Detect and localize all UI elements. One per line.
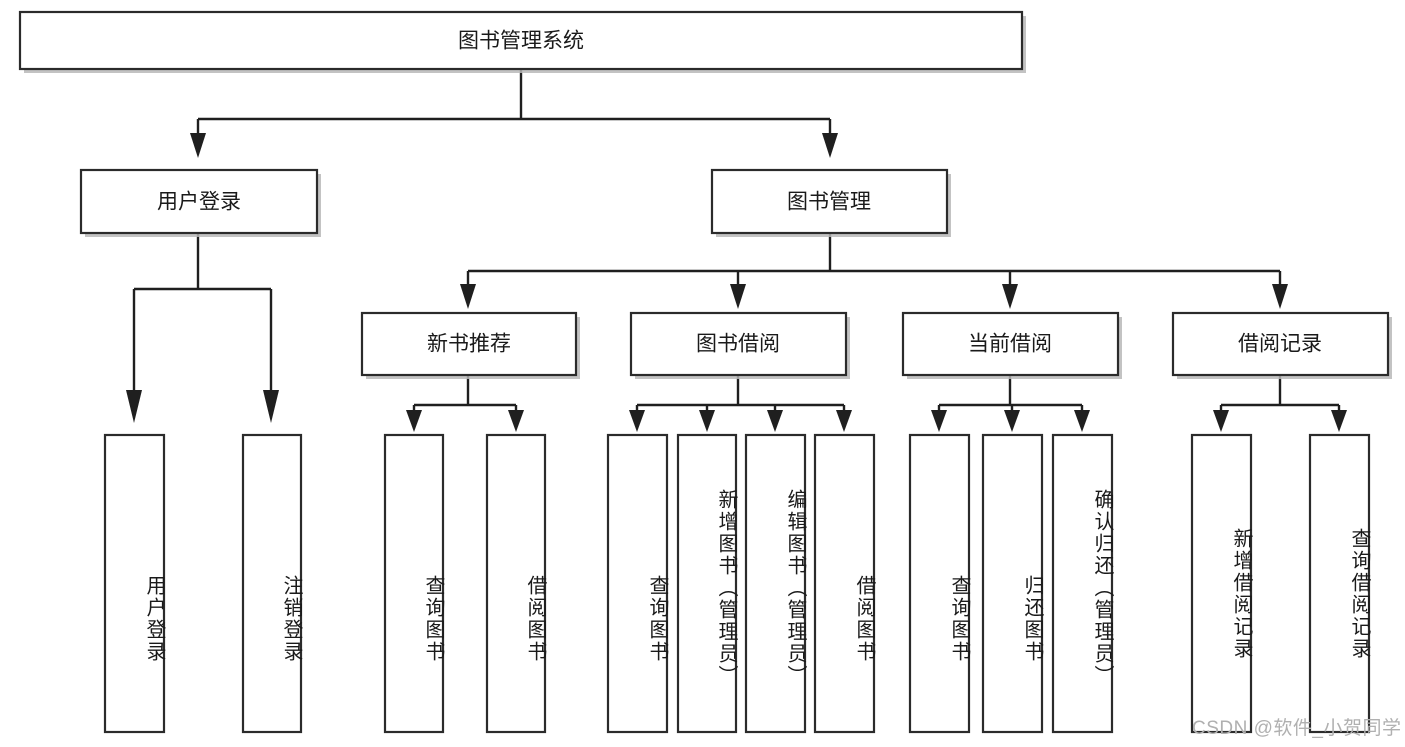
edge-group-current-borrow-to-leaves [931, 375, 1090, 432]
node-book-borrow[interactable]: 图书借阅 [629, 311, 850, 379]
edge-group-root-to-level1 [190, 69, 838, 158]
leaf-borrow-book-2-box[interactable] [813, 433, 876, 734]
borrow-record-label: 借阅记录 [1238, 333, 1322, 356]
leaf-boxes [103, 433, 1371, 734]
arrowhead-leaf-user-login [126, 390, 142, 423]
arrowhead-leaf-query-record [1331, 410, 1347, 432]
new-book-rec-label: 新书推荐 [427, 333, 511, 356]
arrowhead-leaf-query-book-3 [931, 410, 947, 432]
user-login-label: 用户登录 [157, 191, 241, 214]
leaf-query-book-2-box[interactable] [606, 433, 669, 734]
arrowhead-book-borrow [730, 284, 746, 309]
book-borrow-label: 图书借阅 [696, 333, 780, 356]
edge-group-new-book-rec-to-leaves [406, 375, 524, 432]
arrowhead-leaf-borrow-book-1 [508, 410, 524, 432]
leaf-query-book-3-box[interactable] [908, 433, 971, 734]
book-manage-box[interactable] [710, 168, 949, 235]
node-current-borrow[interactable]: 当前借阅 [901, 311, 1122, 379]
arrowhead-leaf-borrow-book-2 [836, 410, 852, 432]
edge-group-user-login-to-leaves [126, 233, 279, 423]
edge-group-book-borrow-to-leaves [629, 375, 852, 432]
leaf-add-book-box[interactable] [676, 433, 738, 734]
arrowhead-current-borrow [1002, 284, 1018, 309]
book-manage-label: 图书管理 [787, 191, 871, 214]
arrowhead-leaf-query-book-2 [629, 410, 645, 432]
root-box[interactable] [18, 10, 1024, 71]
arrowhead-book-manage [822, 133, 838, 158]
current-borrow-box[interactable] [901, 311, 1120, 377]
leaf-return-book-box[interactable] [981, 433, 1044, 734]
node-user-login[interactable]: 用户登录 [79, 168, 321, 237]
arrowhead-borrow-record [1272, 284, 1288, 309]
arrowhead-leaf-return-book [1004, 410, 1020, 432]
arrowhead-leaf-query-book-1 [406, 410, 422, 432]
arrowhead-user-login [190, 133, 206, 158]
user-login-box[interactable] [79, 168, 319, 235]
root-label: 图书管理系统 [458, 30, 584, 53]
node-new-book-rec[interactable]: 新书推荐 [360, 311, 580, 379]
leaf-borrow-book-1-box[interactable] [485, 433, 547, 734]
current-borrow-label: 当前借阅 [968, 333, 1052, 356]
leaf-add-record-box[interactable] [1190, 433, 1253, 734]
edge-group-book-manage-to-level2 [460, 233, 1288, 309]
leaf-confirm-return-box[interactable] [1051, 433, 1114, 734]
book-borrow-box[interactable] [629, 311, 848, 377]
leaf-logout-box[interactable] [241, 433, 303, 734]
node-book-manage[interactable]: 图书管理 [710, 168, 951, 237]
arrowhead-leaf-edit-book [767, 410, 783, 432]
arrowhead-new-book-rec [460, 284, 476, 309]
arrowhead-leaf-add-book [699, 410, 715, 432]
arrowhead-leaf-confirm-return [1074, 410, 1090, 432]
arrowhead-leaf-add-record [1213, 410, 1229, 432]
leaf-query-book-1-box[interactable] [383, 433, 445, 734]
csdn-watermark: CSDN @软件_小贺同学 [1192, 718, 1402, 739]
borrow-record-box[interactable] [1171, 311, 1390, 377]
leaf-edit-book-box[interactable] [744, 433, 807, 734]
arrowhead-leaf-logout [263, 390, 279, 423]
leaf-query-record-box[interactable] [1308, 433, 1371, 734]
node-root[interactable]: 图书管理系统 [18, 10, 1026, 73]
leaf-user-login-box[interactable] [103, 433, 166, 734]
new-book-rec-box[interactable] [360, 311, 578, 377]
edge-group-borrow-record-to-leaves [1213, 375, 1347, 432]
node-borrow-record[interactable]: 借阅记录 [1171, 311, 1392, 379]
